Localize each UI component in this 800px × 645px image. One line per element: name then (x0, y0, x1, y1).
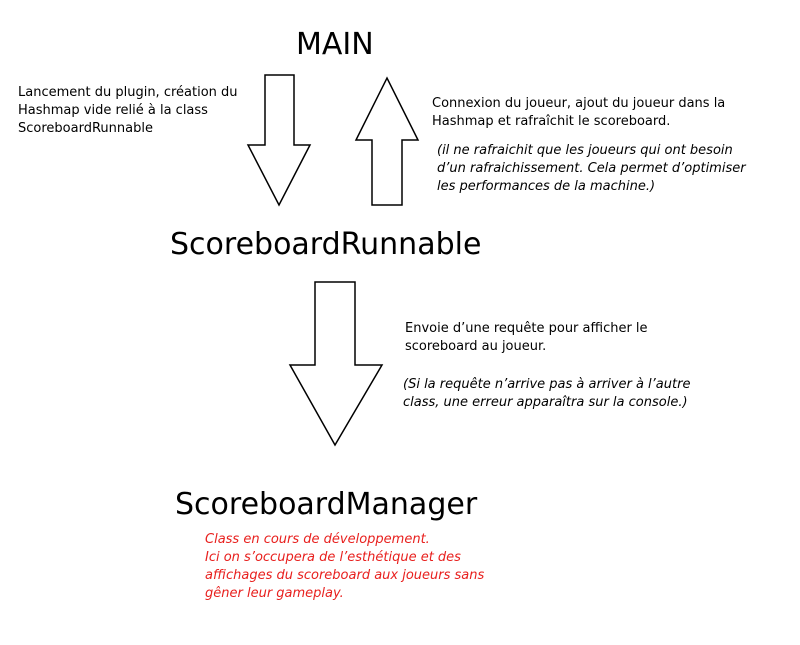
arrow-down-runnable-to-manager (288, 281, 384, 447)
note-line: Class en cours de développement. (205, 532, 430, 547)
note-line: Lancement du plugin, création du (18, 85, 238, 100)
note-error-handling: (Si la requête n’arrive pas à arriver à … (403, 376, 690, 412)
note-line: Envoie d’une requête pour afficher le (405, 321, 648, 336)
note-line: gêner leur gameplay. (205, 586, 344, 601)
note-refresh-optimization: (il ne rafraichit que les joueurs qui on… (437, 142, 746, 196)
note-line: Connexion du joueur, ajout du joueur dan… (432, 96, 726, 111)
note-line: ScoreboardRunnable (18, 121, 153, 136)
note-send-request: Envoie d’une requête pour afficher le sc… (405, 320, 648, 356)
note-player-connection: Connexion du joueur, ajout du joueur dan… (432, 95, 725, 131)
note-line: les performances de la machine.) (437, 179, 656, 194)
note-manager-in-development: Class en cours de développement. Ici on … (205, 531, 484, 603)
node-scoreboard-runnable: ScoreboardRunnable (170, 227, 482, 262)
note-line: d’un rafraichissement. Cela permet d’opt… (437, 161, 746, 176)
arrow-up-runnable-to-main (354, 76, 420, 206)
note-plugin-launch: Lancement du plugin, création du Hashmap… (18, 84, 238, 138)
note-line: affichages du scoreboard aux joueurs san… (205, 568, 485, 583)
note-line: Hashmap et rafraîchit le scoreboard. (432, 114, 671, 129)
note-line: (Si la requête n’arrive pas à arriver à … (403, 377, 691, 392)
node-main: MAIN (296, 27, 374, 62)
arrow-down-main-to-runnable (246, 74, 312, 207)
note-line: class, une erreur apparaîtra sur la cons… (403, 395, 688, 410)
node-scoreboard-manager: ScoreboardManager (175, 487, 478, 522)
note-line: scoreboard au joueur. (405, 339, 547, 354)
note-line: Ici on s’occupera de l’esthétique et des (205, 550, 461, 565)
note-line: (il ne rafraichit que les joueurs qui on… (437, 143, 733, 158)
note-line: Hashmap vide relié à la class (18, 103, 208, 118)
